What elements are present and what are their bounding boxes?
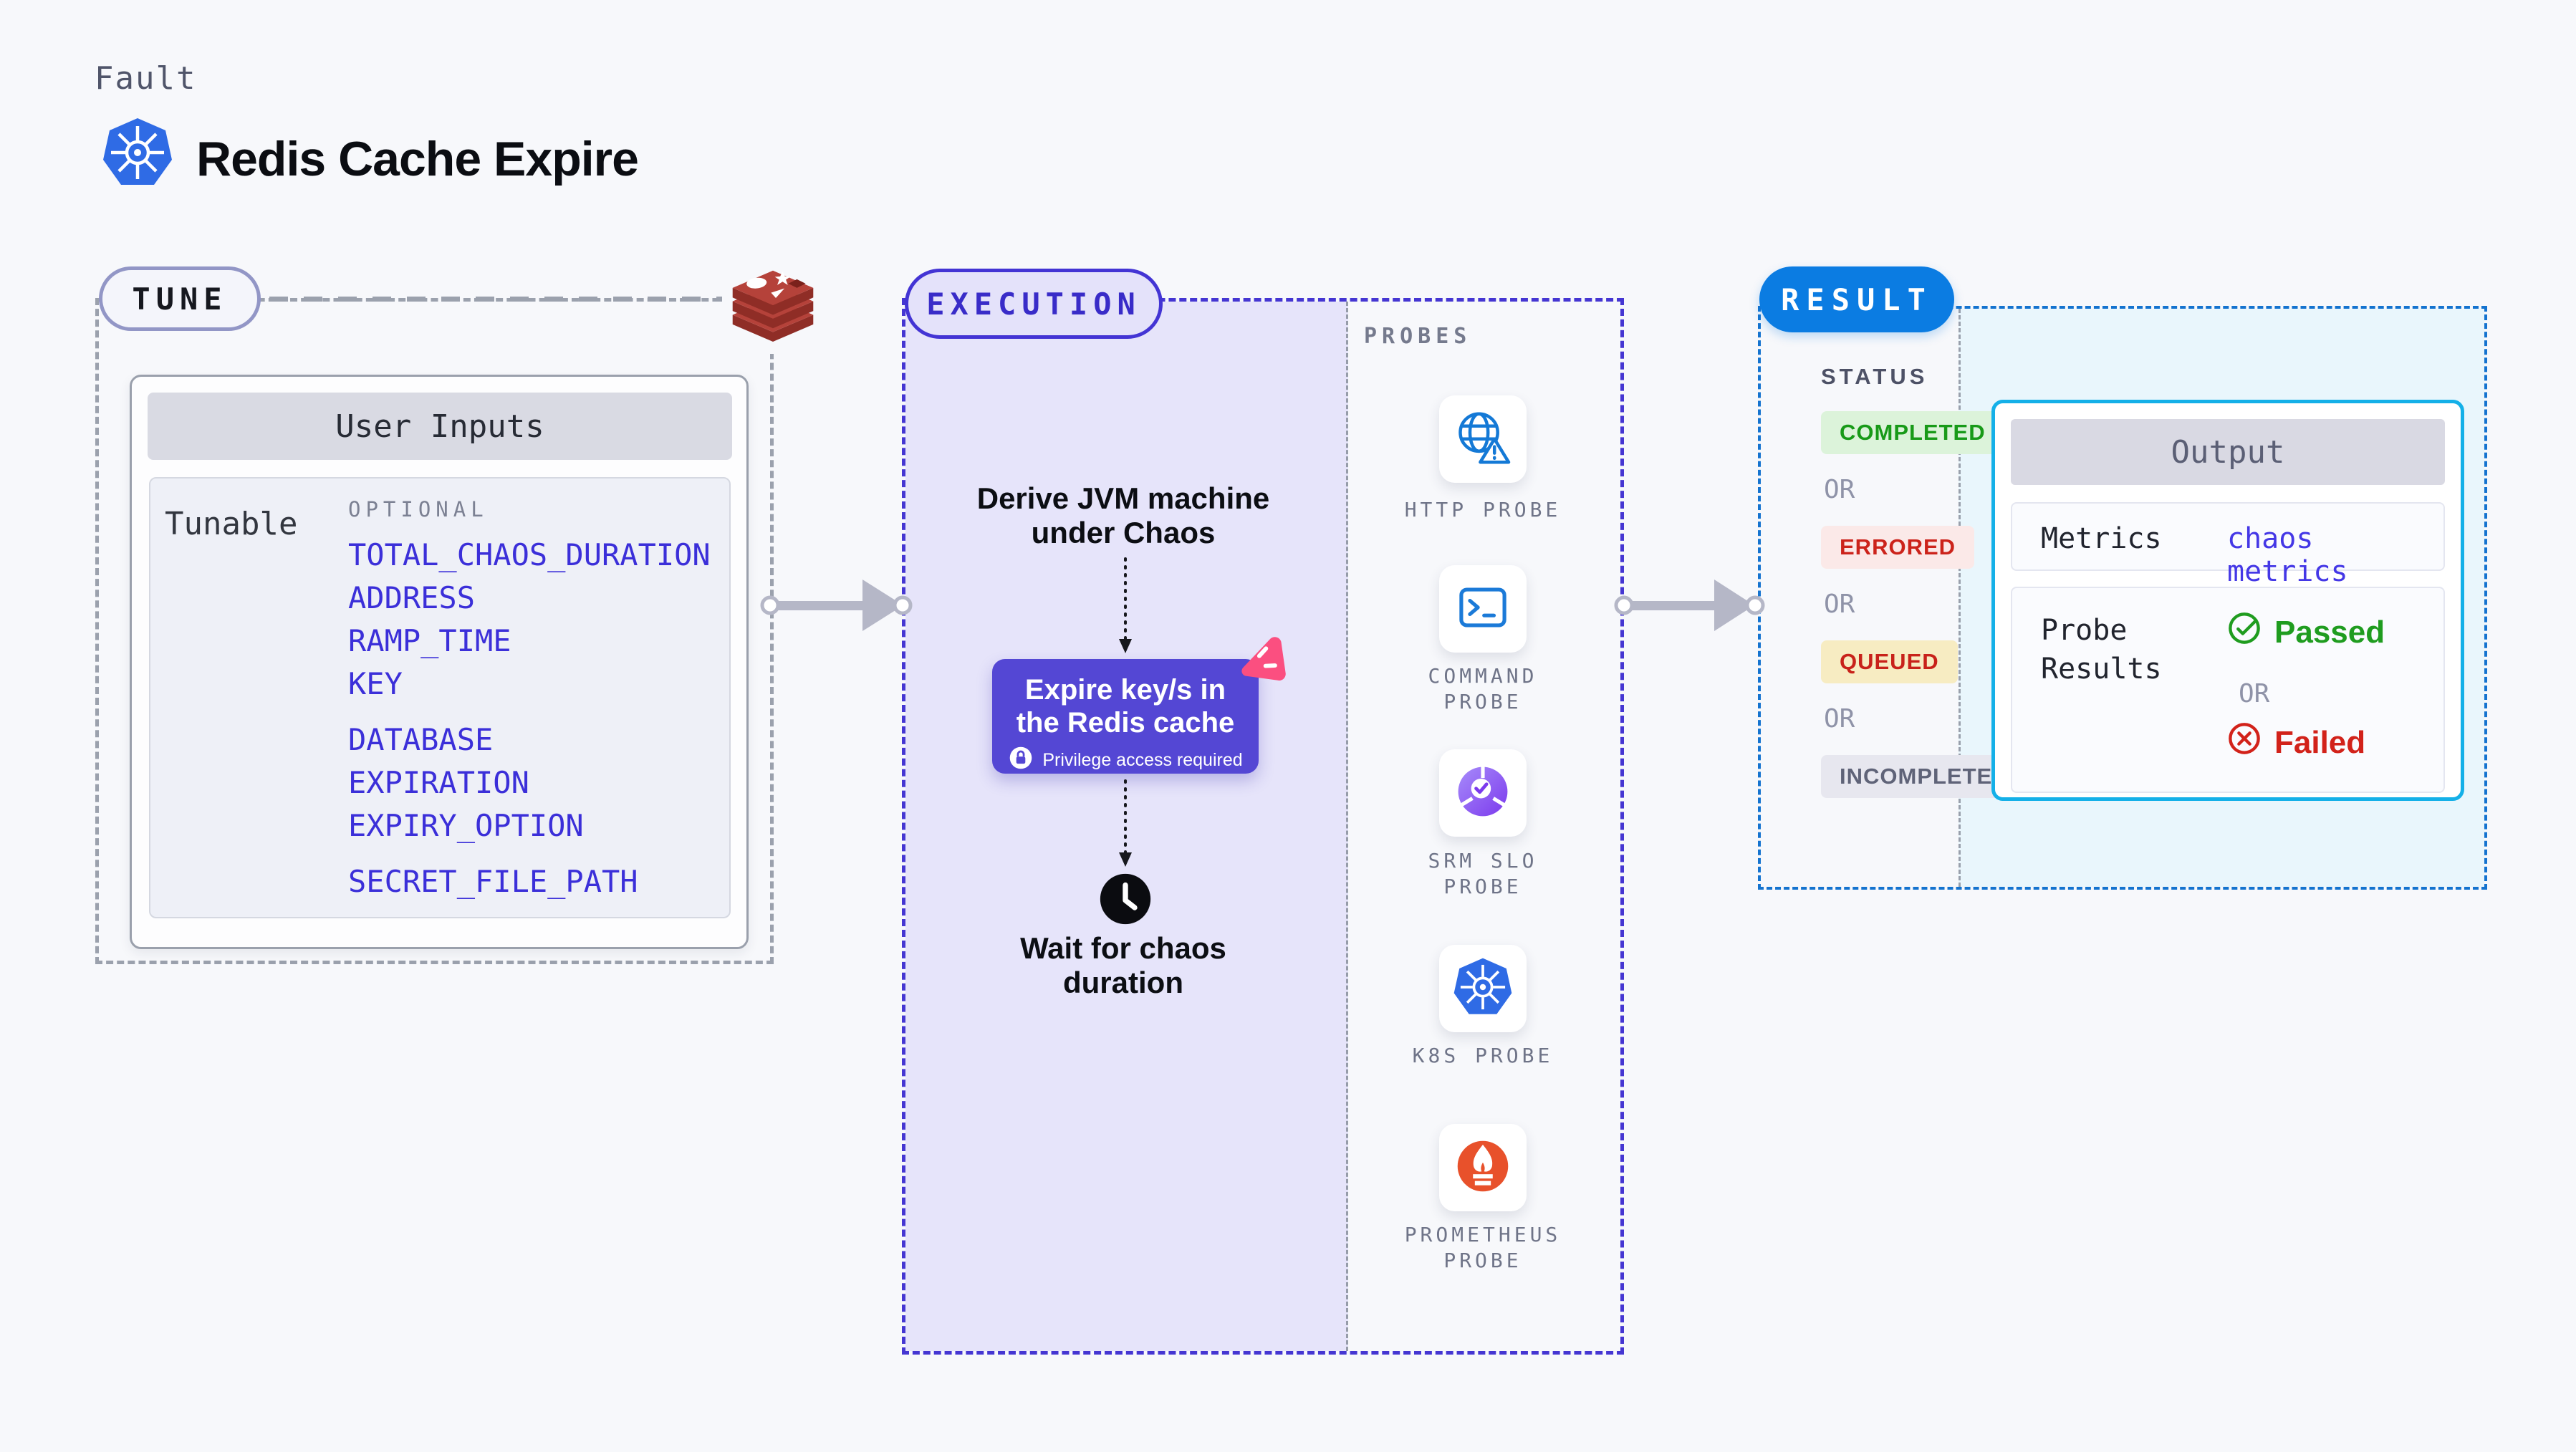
failed-result: Failed [2227,721,2365,764]
kubernetes-icon [102,116,173,189]
user-inputs-title: User Inputs [148,393,732,460]
probe-card-http [1439,395,1527,483]
probe-label-command: COMMAND PROBE [1428,664,1538,713]
tune-pill: TUNE [99,266,261,331]
terminal-icon [1452,577,1514,642]
tune-to-execution-arrow [760,580,913,631]
probe-card-srm-slo [1439,749,1527,837]
probe-card-prometheus [1439,1124,1527,1211]
env-var-link[interactable]: EXPIRATION [348,765,529,800]
or-separator: OR [1824,704,1855,734]
failed-text: Failed [2274,724,2366,760]
probes-heading: PROBES [1364,324,1472,349]
env-var-link[interactable]: RAMP_TIME [348,623,511,658]
probe-label-k8s: K8S PROBE [1412,1044,1554,1067]
or-separator: OR [1824,475,1855,504]
passed-text: Passed [2274,614,2385,650]
probe-results-row: Probe Results Passed OR [2011,587,2445,793]
check-circle-icon [2227,611,2262,653]
execution-section [902,298,1624,1355]
tunable-label: Tunable [165,506,298,542]
status-badge-errored: ERRORED [1821,526,1975,569]
page-kicker: Fault [95,60,197,97]
action-card: Expire key/s in the Redis cache Privileg… [992,659,1259,774]
env-var-link[interactable]: ADDRESS [348,580,476,615]
derive-step-label: Derive JVM machine under Chaos [976,481,1270,549]
env-var-link[interactable]: EXPIRY_OPTION [348,808,584,843]
execution-pill: EXECUTION [905,269,1163,339]
output-title: Output [2011,419,2445,485]
or-separator: OR [1824,590,1855,619]
or-separator: OR [2239,679,2270,708]
derive-to-action-arrow [1119,557,1132,653]
probe-results-label: Probe Results [2041,614,2162,686]
status-badge-queued: QUEUED [1821,640,1958,683]
x-circle-icon [2227,721,2262,764]
lock-icon [1008,745,1034,776]
slo-gauge-icon [1452,761,1514,826]
env-var-link[interactable]: KEY [348,666,403,701]
clock-icon [1099,872,1152,925]
execution-panel [905,302,1348,1351]
wait-step-label: Wait for chaos duration [1020,931,1226,999]
privilege-note: Privilege access required [1008,745,1243,776]
tunable-items: TOTAL_CHAOS_DURATION ADDRESS RAMP_TIME K… [348,537,711,907]
globe-alert-icon [1451,405,1515,473]
chaos-metrics-link[interactable]: chaos metrics [2227,522,2348,588]
probe-card-k8s [1439,945,1527,1032]
metrics-label: Metrics [2041,522,2162,555]
user-inputs-list: Tunable OPTIONAL TOTAL_CHAOS_DURATION AD… [149,477,731,918]
env-var-link[interactable]: DATABASE [348,722,494,757]
redis-icon [722,245,824,354]
page-title: Redis Cache Expire [196,132,639,186]
action-title: Expire key/s in the Redis cache [1016,674,1235,739]
action-to-wait-arrow [1119,779,1132,867]
probe-label-prometheus: PROMETHEUS PROBE [1404,1223,1562,1272]
user-inputs-card: User Inputs Tunable OPTIONAL TOTAL_CHAOS… [130,375,749,949]
privilege-note-text: Privilege access required [1042,750,1243,770]
kubernetes-icon [1453,957,1513,1021]
passed-result: Passed [2227,611,2385,653]
result-pill: RESULT [1759,266,1954,332]
chaos-fault-icon [1228,628,1296,696]
execution-to-result-arrow [1614,580,1765,631]
metrics-row: Metrics chaos metrics [2011,502,2445,588]
status-badge-completed: COMPLETED [1821,411,2004,454]
probe-label-http: HTTP PROBE [1404,498,1562,521]
optional-column-label: OPTIONAL [348,497,489,521]
env-var-link[interactable]: TOTAL_CHAOS_DURATION [348,537,711,572]
env-var-link[interactable]: SECRET_FILE_PATH [348,864,638,899]
prometheus-icon [1452,1135,1514,1201]
tune-redis-connector [269,297,725,302]
status-heading: STATUS [1821,364,1928,389]
output-card: Output Metrics chaos metrics Probe Resul… [1991,400,2464,801]
probe-card-command [1439,565,1527,653]
probe-label-srm-slo: SRM SLO PROBE [1428,849,1538,898]
